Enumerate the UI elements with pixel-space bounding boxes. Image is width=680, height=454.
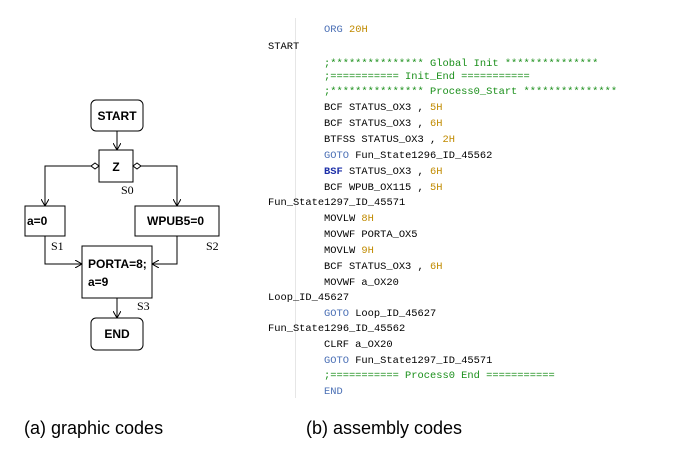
code-line-10: BCF STATUS_OX3 , 6H [324, 261, 443, 273]
code-line-5: BSF STATUS_OX3 , 6H [324, 166, 443, 178]
code-line-8: MOVWF PORTA_OX5 [324, 229, 418, 241]
assign-wpub-node [134, 205, 220, 237]
state-s3-label: S3 [137, 299, 150, 313]
code-line-org: ORG 20H [324, 24, 368, 36]
assembly-listing: ORG 20H START ;*************** Global In… [268, 18, 618, 398]
edge-z-right [133, 165, 177, 206]
code-line-9: MOVLW 9H [324, 245, 374, 257]
code-line-4: GOTO Fun_State1296_ID_45562 [324, 150, 493, 162]
caption-graphic-codes: (a) graphic codes [24, 418, 164, 438]
code-label-loop: Loop_ID_45627 [268, 292, 350, 304]
code-line-3: BTFSS STATUS_OX3 , 2H [324, 134, 455, 146]
code-label-fun-1296: Fun_State1296_ID_45562 [268, 323, 406, 335]
decision-z-label: Z [112, 160, 119, 174]
code-comment-process-start: ;*************** Process0_Start ********… [324, 86, 618, 98]
assign-porta-label-2: a=9 [88, 275, 109, 289]
code-line-13: CLRF a_OX20 [324, 339, 393, 351]
state-s2-label: S2 [206, 239, 219, 253]
end-node [90, 317, 144, 351]
code-comment-init-end: ;=========== Init_End =========== [324, 71, 530, 83]
assign-porta-label-1: PORTA=8; [88, 257, 147, 271]
gutter-divider [295, 18, 296, 398]
code-line-6: BCF WPUB_OX115 , 5H [324, 182, 443, 194]
code-label-start: START [268, 41, 300, 53]
edge-right-merge [152, 236, 178, 264]
branch-diamond-left [90, 162, 100, 170]
code-line-11: MOVWF a_OX20 [324, 277, 399, 289]
caption-assembly-codes: (b) assembly codes [306, 418, 463, 438]
code-line-2: BCF STATUS_OX3 , 6H [324, 118, 443, 130]
code-line-end: END [324, 386, 343, 398]
assign-a-node [24, 205, 66, 237]
state-s0-label: S0 [121, 183, 134, 197]
code-line-12: GOTO Loop_ID_45627 [324, 308, 437, 320]
decision-z-node [98, 149, 134, 183]
state-s1-label: S1 [51, 239, 64, 253]
edge-z-left [45, 165, 99, 206]
assign-a-label: a=0 [27, 214, 48, 228]
code-line-1: BCF STATUS_OX3 , 5H [324, 102, 443, 114]
start-label: START [97, 109, 137, 123]
flowchart: START Z S0 a=0 S1 WPUB5=0 S2 PORTA=8; a=… [24, 99, 220, 351]
code-comment-process-end: ;=========== Process0 End =========== [324, 370, 555, 382]
code-line-7: MOVLW 8H [324, 213, 374, 225]
code-comment-global-init: ;*************** Global Init ***********… [324, 58, 599, 70]
assign-wpub-label: WPUB5=0 [147, 214, 204, 228]
branch-diamond-right [132, 162, 142, 170]
code-line-14: GOTO Fun_State1297_ID_45571 [324, 355, 493, 367]
edge-left-merge [44, 236, 82, 264]
code-label-fun-1297: Fun_State1297_ID_45571 [268, 197, 406, 209]
end-label: END [104, 327, 130, 341]
